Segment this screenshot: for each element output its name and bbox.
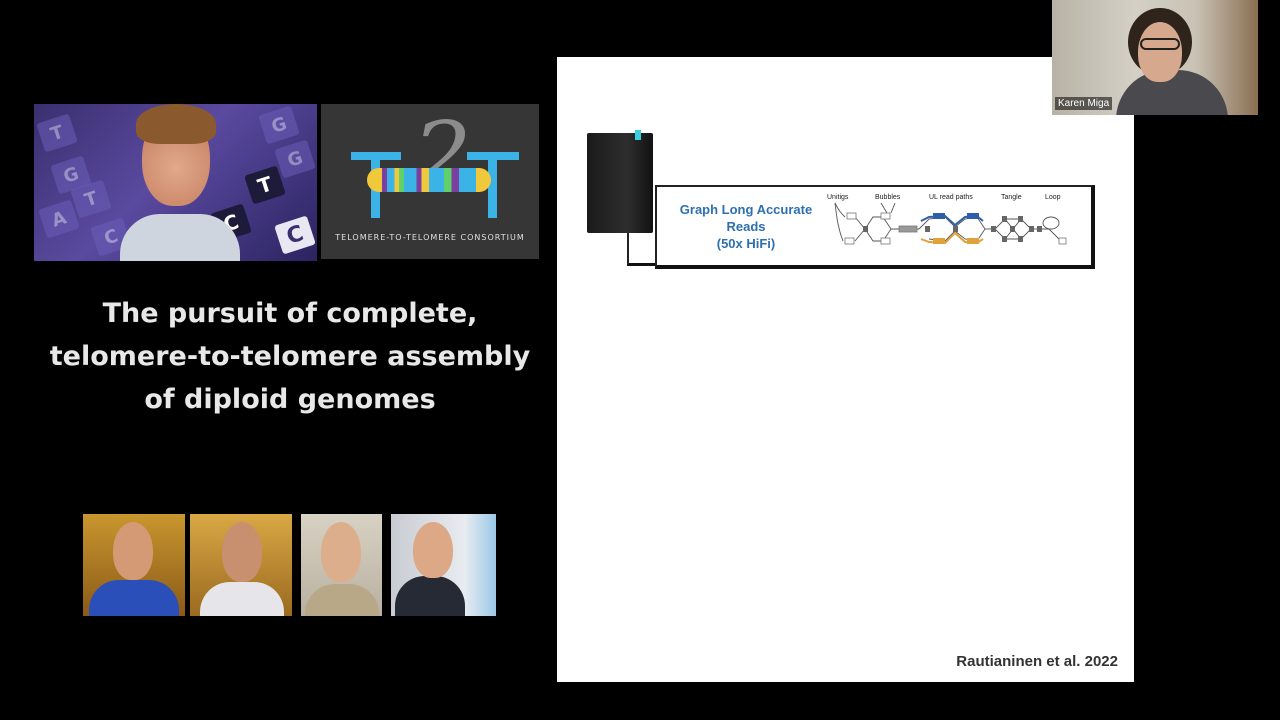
- assembly-graph-diagram: Unitigs Bubbles UL read paths Tangle Loo…: [827, 194, 1067, 245]
- collaborator-photo: [83, 514, 185, 616]
- t2t-consortium-logo: 2 TELOMERE-TO-TELOMERE CONSORTIUM: [321, 104, 539, 259]
- assembly-step-label-line: Reads: [726, 219, 766, 234]
- sequencer-indicator: [635, 130, 641, 140]
- collaborator-body: [305, 584, 379, 616]
- sequencer-machine-image: [587, 133, 653, 233]
- speaker-photo: T G A C T G G T C C: [34, 104, 317, 261]
- slide-citation: Rautianinen et al. 2022: [956, 653, 1118, 670]
- talk-title: The pursuit of complete, telomere-to-tel…: [40, 292, 540, 421]
- talk-title-line: The pursuit of complete,: [102, 298, 478, 329]
- graph-label-tangle: Tangle: [1001, 194, 1022, 201]
- dna-letter-tile: G: [274, 139, 316, 179]
- collaborator-photo: [391, 514, 496, 616]
- assembly-step-label: Graph Long Accurate Reads (50x HiFi): [671, 201, 821, 252]
- talk-title-line: of diploid genomes: [144, 384, 436, 415]
- dna-letter-tile: C: [274, 215, 316, 255]
- participant-face: [1138, 22, 1182, 82]
- graph-label-loop: Loop: [1045, 194, 1061, 201]
- assembly-step-box: Graph Long Accurate Reads (50x HiFi) Uni…: [655, 185, 1095, 269]
- graph-label-bubbles: Bubbles: [875, 194, 901, 201]
- collaborator-face: [222, 522, 262, 582]
- collaborator-body: [200, 582, 284, 616]
- graph-label-unitigs: Unitigs: [827, 194, 849, 201]
- collaborator-face: [113, 522, 153, 580]
- speaker-shirt: [120, 214, 240, 261]
- participant-video-tile[interactable]: Karen Miga: [1052, 0, 1258, 115]
- dna-letter-tile: T: [244, 165, 286, 205]
- speaker-hair: [136, 104, 216, 144]
- collaborator-face: [321, 522, 361, 582]
- collaborator-body: [89, 580, 179, 616]
- dna-letter-tile: G: [258, 105, 300, 145]
- chromosome-graphic: [367, 168, 491, 192]
- collaborator-body: [395, 576, 465, 616]
- dna-letter-tile: T: [36, 113, 78, 153]
- glasses-icon: [1140, 38, 1180, 50]
- t2t-logo-caption: TELOMERE-TO-TELOMERE CONSORTIUM: [335, 233, 525, 242]
- participant-name-label: Karen Miga: [1055, 97, 1113, 110]
- talk-title-line: telomere-to-telomere assembly: [49, 341, 531, 372]
- collaborator-photo: [301, 514, 382, 616]
- dna-letter-tile: A: [38, 199, 80, 239]
- t-letter-stem: [488, 152, 497, 218]
- presentation-slide: Graph Long Accurate Reads (50x HiFi) Uni…: [557, 57, 1134, 682]
- collaborator-face: [413, 522, 453, 578]
- graph-label-ul-read-paths: UL read paths: [929, 194, 973, 201]
- collaborator-photo: [190, 514, 292, 616]
- assembly-step-label-line: Graph Long Accurate: [679, 202, 813, 217]
- assembly-step-label-line: (50x HiFi): [716, 236, 776, 251]
